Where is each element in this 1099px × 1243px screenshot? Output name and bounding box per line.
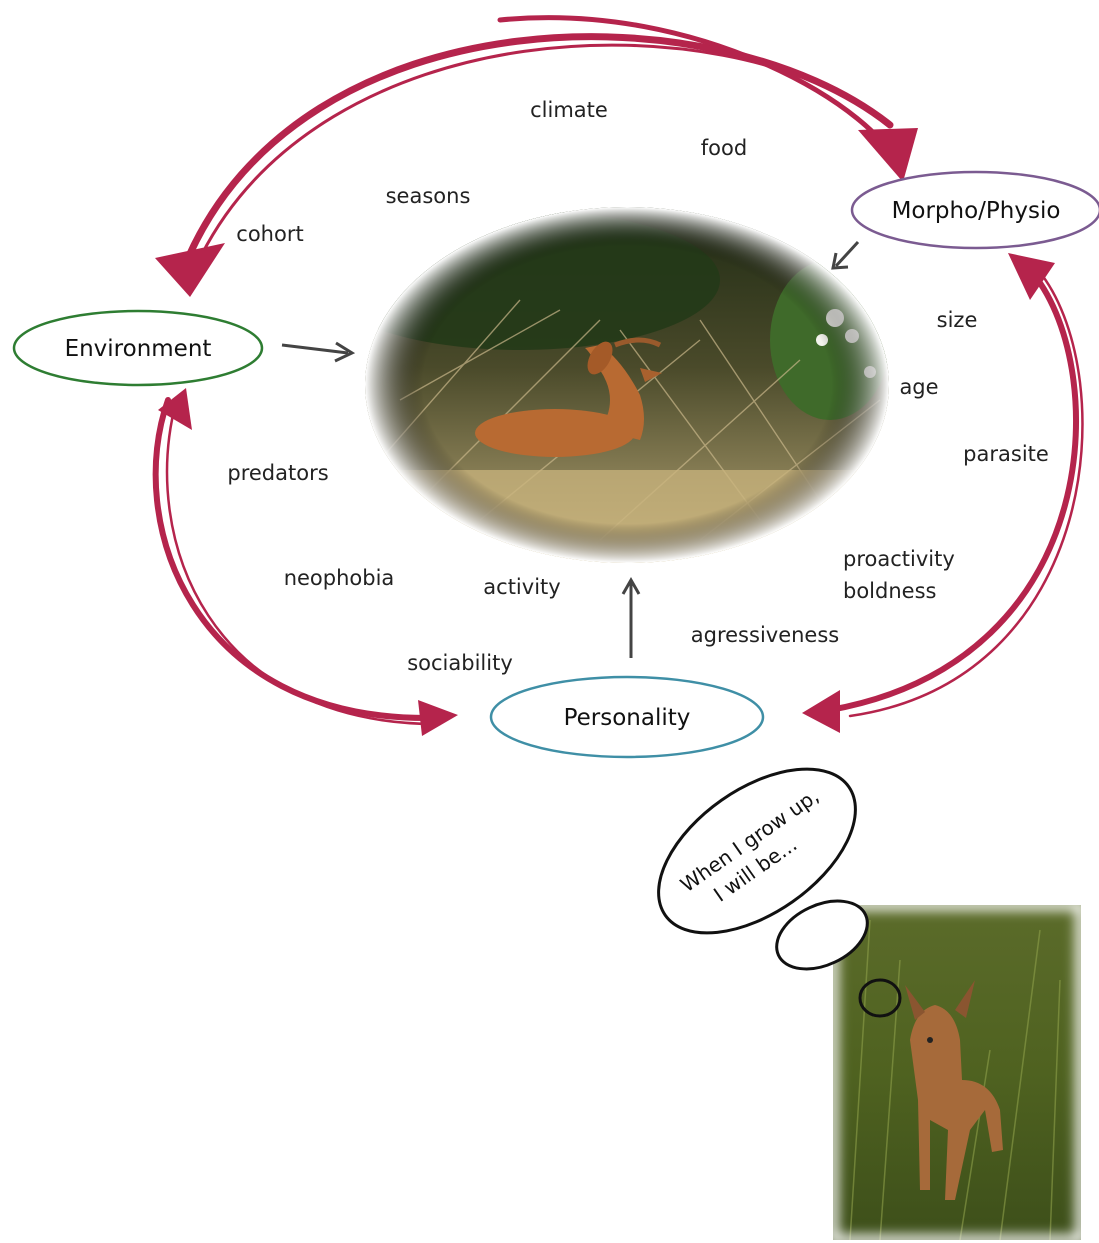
label-boldness: boldness: [843, 579, 936, 603]
node-morpho-physio: Morpho/Physio: [850, 170, 1099, 250]
label-seasons: seasons: [386, 184, 471, 208]
label-climate: climate: [530, 98, 608, 122]
deer-photo: [365, 207, 889, 563]
node-morpho-label: Morpho/Physio: [892, 198, 1061, 224]
arrow-morpho-to-photo: [831, 240, 860, 270]
label-proactivity: proactivity: [843, 547, 955, 571]
node-personality-label: Personality: [564, 705, 691, 731]
small-arrows: [281, 240, 860, 658]
node-environment: Environment: [12, 309, 264, 387]
node-environment-label: Environment: [65, 336, 212, 362]
arrow-environment-to-photo: [281, 341, 356, 363]
label-age: age: [899, 375, 938, 399]
label-size: size: [937, 308, 978, 332]
label-sociability: sociability: [407, 651, 513, 675]
label-neophobia: neophobia: [284, 566, 395, 590]
big-arrows: [152, 15, 1084, 736]
arrow-morpho-to-environment: [155, 15, 918, 297]
label-cohort: cohort: [236, 222, 303, 246]
label-activity: activity: [483, 575, 560, 599]
factor-labels: climate food seasons cohort size age par…: [227, 98, 1048, 675]
node-personality: Personality: [489, 675, 765, 759]
label-predators: predators: [227, 461, 328, 485]
label-food: food: [701, 136, 747, 160]
arrow-personality-to-photo: [621, 576, 641, 658]
arrow-environment-personality: [152, 388, 458, 736]
label-agressiveness: agressiveness: [691, 623, 839, 647]
label-parasite: parasite: [963, 442, 1049, 466]
fawn-photo: [828, 900, 1086, 1243]
arrow-morpho-personality: [802, 253, 1084, 733]
